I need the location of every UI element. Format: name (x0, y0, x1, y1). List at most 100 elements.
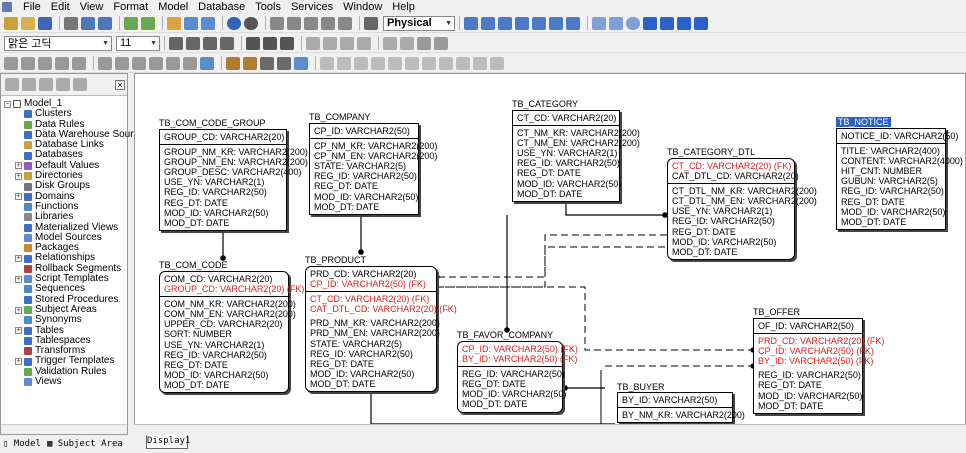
attribute-column[interactable]: COM_NM_KR: VARCHAR2(200) (164, 299, 296, 310)
sidebar-item-synonyms[interactable]: Synonyms (1, 314, 127, 325)
grid-layout-icon[interactable] (320, 56, 334, 70)
explorer-properties-icon[interactable] (73, 78, 87, 91)
pk-column[interactable]: CP_ID: VARCHAR2(50) (FK) (310, 279, 426, 290)
bold-icon[interactable] (169, 36, 183, 50)
non-identifying-rel-icon[interactable] (549, 16, 563, 30)
rotate-layout-icon[interactable] (473, 56, 487, 70)
entity-tool-icon[interactable] (481, 16, 495, 30)
explorer-view-icon[interactable] (5, 78, 19, 91)
attribute-column[interactable]: MOD_DT: DATE (758, 400, 824, 411)
new-icon[interactable] (4, 16, 18, 30)
replace-icon[interactable] (98, 16, 112, 30)
entity-title-com-code[interactable]: TB_COM_CODE (159, 260, 228, 270)
menu-edit[interactable]: Edit (50, 1, 70, 13)
menu-tools[interactable]: Tools (255, 1, 281, 13)
attribute-column[interactable]: MOD_ID: VARCHAR2(50) (164, 207, 269, 218)
sidebar-horizontal-scrollbar[interactable] (1, 424, 127, 434)
expand-icon[interactable]: + (15, 193, 22, 201)
sidebar-item-script-templates[interactable]: +Script Templates (1, 273, 127, 284)
attribute-column[interactable]: REG_ID: VARCHAR2(50) (517, 158, 620, 169)
save-icon[interactable] (38, 16, 52, 30)
fit-layout-icon[interactable] (456, 56, 470, 70)
expand-icon[interactable]: + (15, 172, 22, 180)
rel-product-bottom[interactable] (370, 382, 615, 424)
attribute-column[interactable]: BY_NM_KR: VARCHAR2(200) (622, 410, 745, 421)
entity-title-company[interactable]: TB_COMPANY (309, 112, 371, 122)
pk-column[interactable]: COM_CD: VARCHAR2(20) (164, 274, 273, 284)
lock-icon[interactable] (38, 56, 52, 70)
menu-format[interactable]: Format (113, 1, 149, 13)
expand-icon[interactable]: + (15, 162, 22, 170)
fill-color-icon[interactable] (263, 36, 277, 50)
entity-title-offer[interactable]: TB_OFFER (753, 307, 801, 317)
mart-icon[interactable] (227, 16, 241, 30)
expand-icon[interactable]: + (15, 327, 22, 335)
sidebar-item-sequences[interactable]: Sequences (1, 284, 127, 294)
sidebar-item-libraries[interactable]: Libraries (1, 211, 127, 222)
sidebar-item-trigger-templates[interactable]: +Trigger Templates (1, 356, 127, 366)
sidebar-item-materialized-views[interactable]: Materialized Views (1, 222, 127, 233)
attribute-column[interactable]: MOD_DT: DATE (314, 201, 380, 212)
menu-database[interactable]: Database (198, 1, 246, 13)
attribute-column[interactable]: REG_ID: VARCHAR2(50) (314, 171, 417, 182)
identifying-rel-icon[interactable] (532, 16, 546, 30)
attribute-column[interactable]: MOD_ID: VARCHAR2(50) (672, 236, 777, 247)
attribute-column[interactable]: STATE: VARCHAR2(5) (314, 161, 407, 172)
pk-column[interactable]: CP_ID: VARCHAR2(50) (314, 126, 410, 136)
entity-title-com-code-group[interactable]: TB_COM_CODE_GROUP (159, 118, 266, 128)
complete-compare-icon[interactable] (167, 16, 181, 30)
sidebar-item-views[interactable]: Views (1, 376, 127, 387)
attribute-column[interactable]: STATE: VARCHAR2(5) (310, 338, 403, 349)
entity-title-buyer[interactable]: TB_BUYER (617, 382, 665, 392)
bring-front-icon[interactable] (417, 36, 431, 50)
tree-root[interactable]: − Model_1 (1, 98, 127, 109)
entity-buyer[interactable]: BY_ID: VARCHAR2(50)BY_NM_KR: VARCHAR2(20… (617, 392, 745, 424)
symmetric-layout-icon[interactable] (422, 56, 436, 70)
sidebar-item-clusters[interactable]: Clusters (1, 108, 127, 119)
attribute-column[interactable]: GROUP_DESC: VARCHAR2(400) (164, 167, 302, 178)
display-level-icon[interactable] (4, 56, 18, 70)
zoom-out-icon[interactable] (287, 16, 301, 30)
pointer-icon[interactable] (464, 16, 478, 30)
pk-column[interactable]: OF_ID: VARCHAR2(50) (758, 321, 854, 331)
layout-icon[interactable] (364, 16, 378, 30)
menu-help[interactable]: Help (392, 1, 415, 13)
menu-file[interactable]: File (23, 1, 41, 13)
entity-product[interactable]: PRD_CD: VARCHAR2(20)CP_ID: VARCHAR2(50) … (305, 266, 457, 393)
line-icon[interactable] (643, 16, 657, 30)
expand-icon[interactable]: + (15, 255, 22, 263)
domain-icon[interactable] (149, 56, 163, 70)
sidebar-item-validation-rules[interactable]: Validation Rules (1, 366, 127, 377)
tab-model[interactable]: ▯ Model (3, 439, 41, 449)
rounded-rect-icon[interactable] (609, 16, 623, 30)
zoom-window-icon[interactable] (338, 16, 352, 30)
attribute-column[interactable]: REG_ID: VARCHAR2(50) (164, 187, 267, 198)
attribute-column[interactable]: MOD_ID: VARCHAR2(50) (758, 390, 863, 401)
zoom-all-icon[interactable] (321, 16, 335, 30)
entity-com-code[interactable]: COM_CD: VARCHAR2(20)GROUP_CD: VARCHAR2(2… (159, 271, 305, 394)
attribute-column[interactable]: CT_DTL_NM_KR: VARCHAR2(200) (672, 186, 817, 197)
attribute-column[interactable]: REG_ID: VARCHAR2(50) (462, 369, 565, 380)
grid-icon[interactable] (55, 56, 69, 70)
entity-title-product[interactable]: TB_PRODUCT (305, 255, 367, 265)
attribute-column[interactable]: USE_YN: VARCHAR2(1) (517, 148, 618, 159)
attribute-column[interactable]: REG_DT: DATE (672, 226, 736, 237)
entity-com-code-group[interactable]: GROUP_CD: VARCHAR2(20)GROUP_NM_KR: VARCH… (159, 129, 308, 231)
sidebar-item-directories[interactable]: +Directories (1, 170, 127, 181)
attribute-column[interactable]: REG_DT: DATE (841, 196, 905, 207)
attribute-column[interactable]: CONTENT: VARCHAR2(4000) (841, 156, 963, 167)
report-icon[interactable] (201, 16, 215, 30)
sidebar-item-database-links[interactable]: Database Links (1, 139, 127, 150)
pk-column[interactable]: GROUP_CD: VARCHAR2(20) (FK) (164, 284, 305, 295)
sidebar-item-packages[interactable]: Packages (1, 242, 127, 253)
attribute-column[interactable]: MOD_DT: DATE (517, 188, 583, 199)
open-icon[interactable] (21, 16, 35, 30)
align-grid-icon[interactable] (337, 56, 351, 70)
zoom-fit-icon[interactable] (304, 16, 318, 30)
menu-services[interactable]: Services (290, 1, 334, 13)
display-attributes-icon[interactable] (21, 56, 35, 70)
line-color-icon[interactable] (280, 36, 294, 50)
pk-column[interactable]: PRD_CD: VARCHAR2(20) (310, 269, 417, 279)
attribute-column[interactable]: HIT_CNT: NUMBER (841, 166, 923, 177)
